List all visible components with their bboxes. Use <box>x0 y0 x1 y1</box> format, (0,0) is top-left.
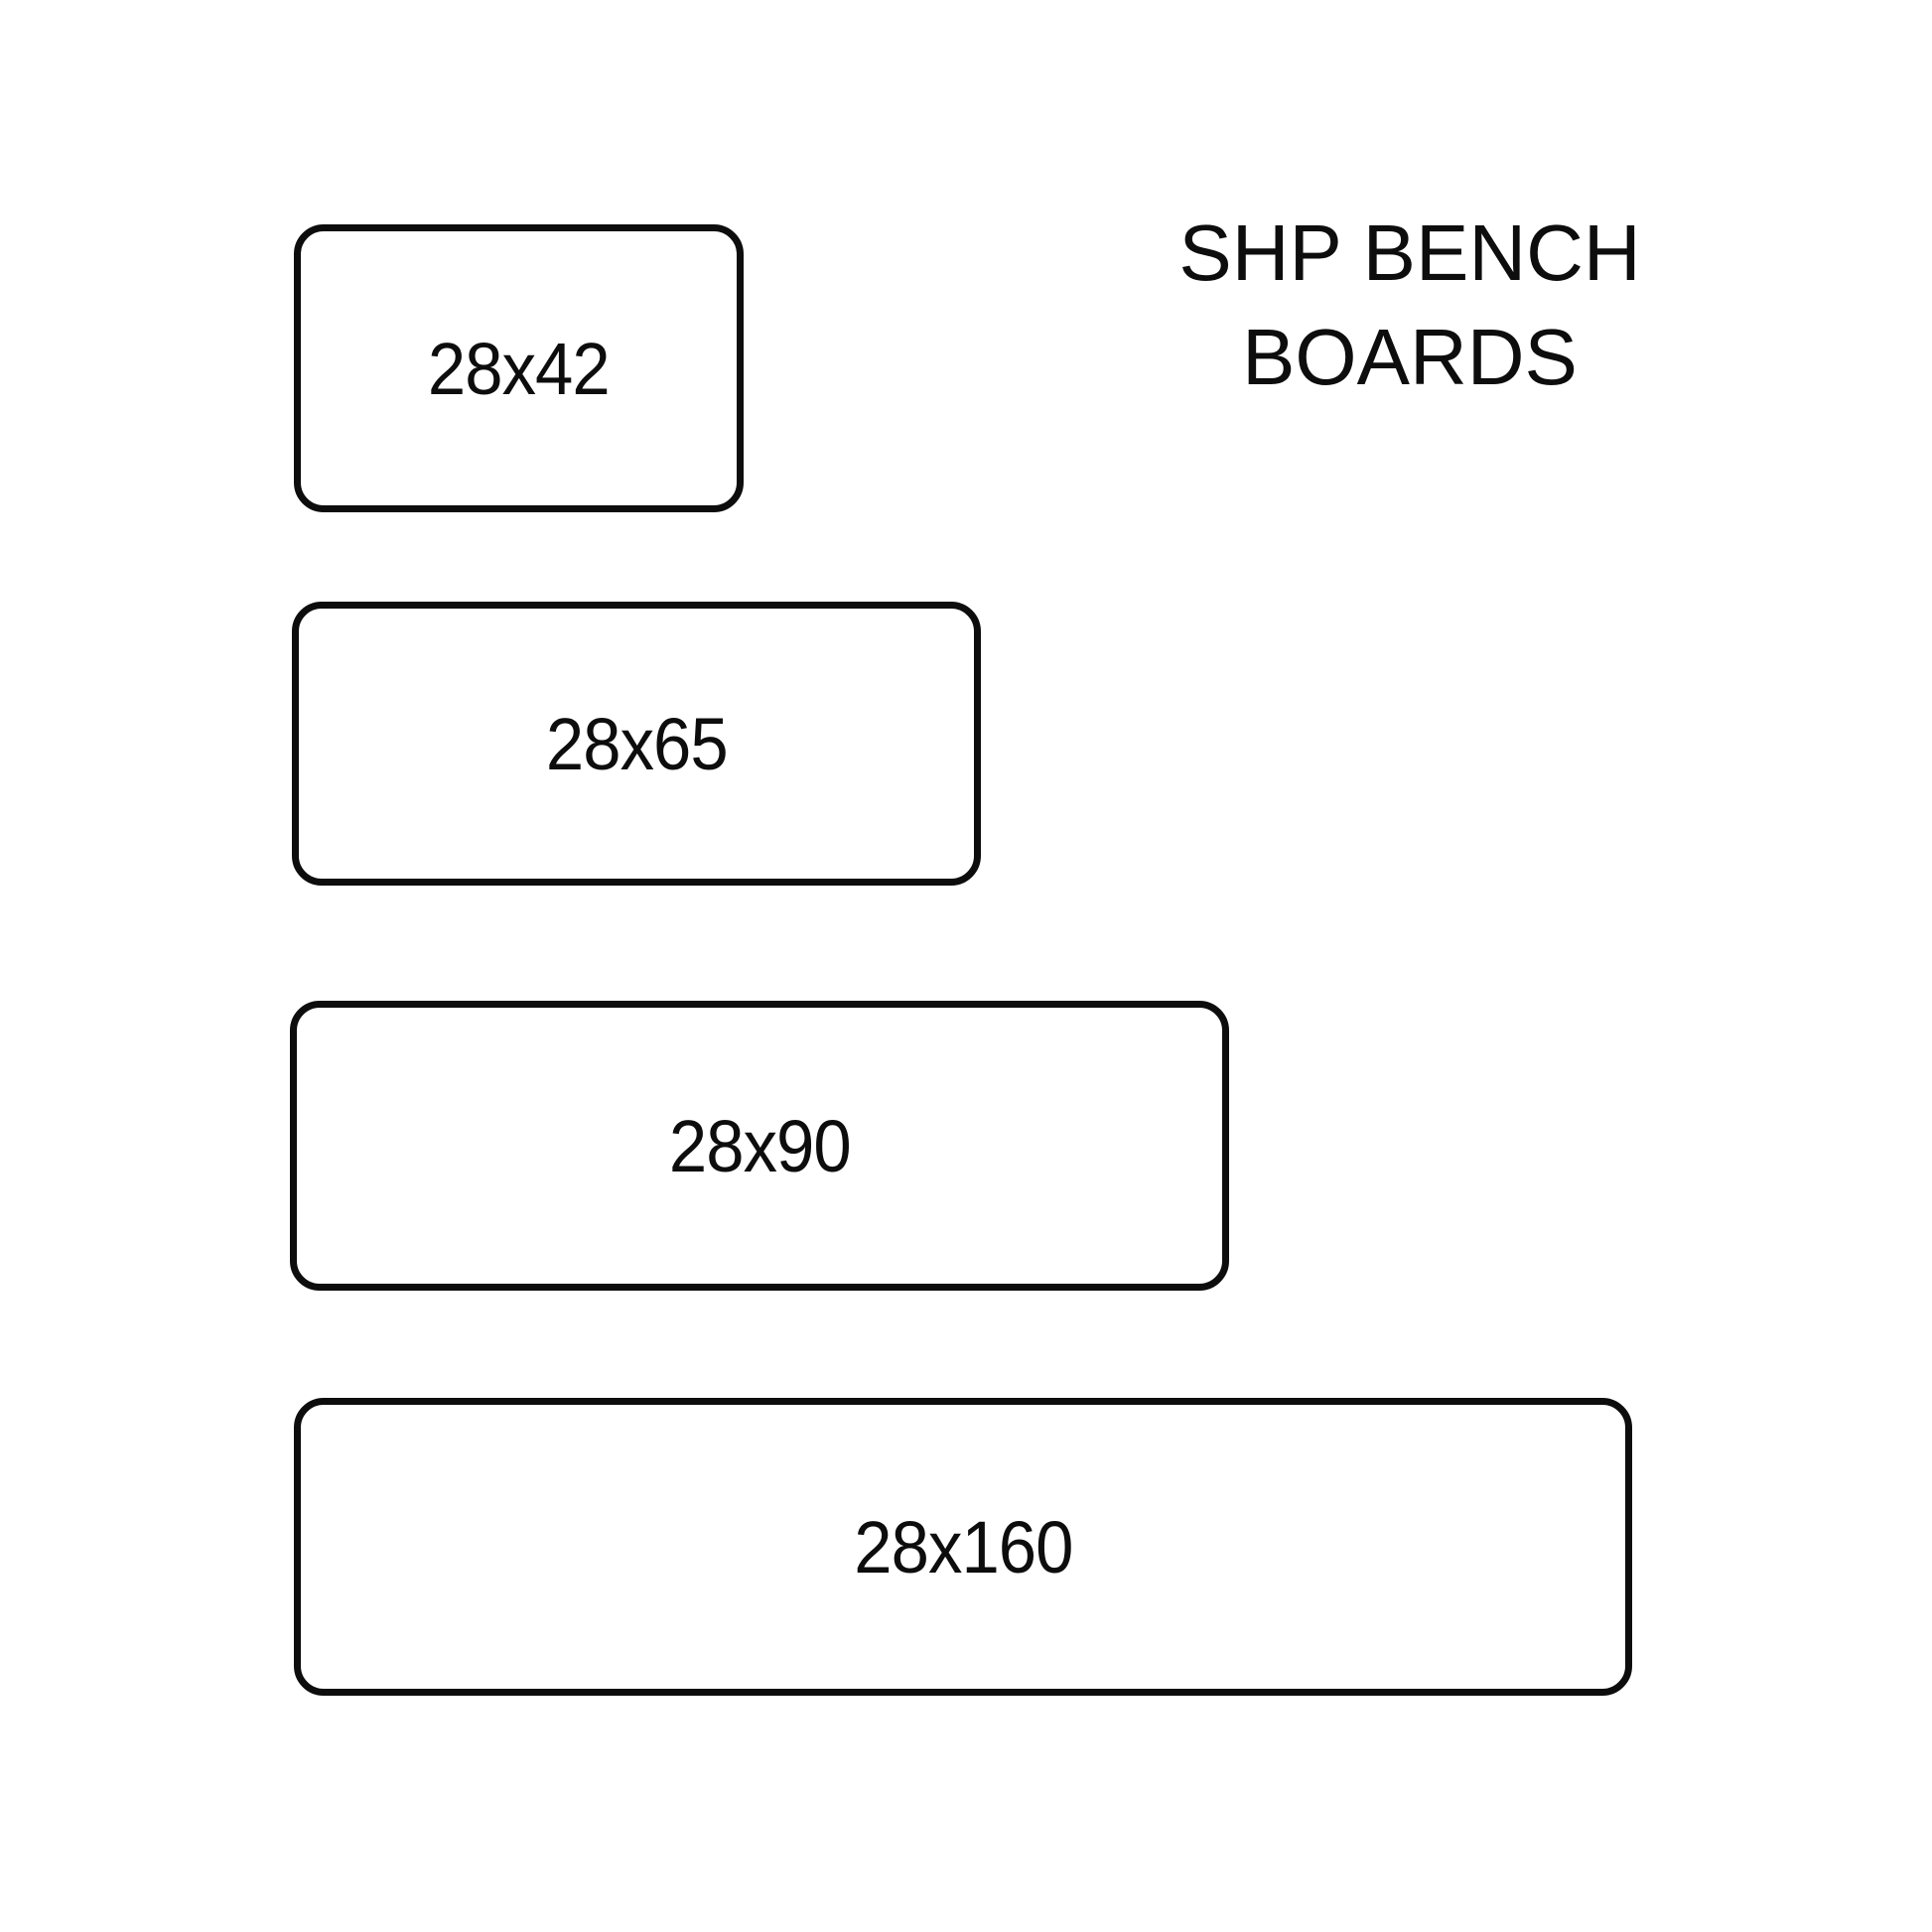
board-28x90-label: 28x90 <box>668 1104 852 1187</box>
board-28x42: 28x42 <box>294 224 744 512</box>
board-28x65: 28x65 <box>292 602 981 886</box>
board-28x90: 28x90 <box>290 1001 1229 1291</box>
board-28x42-label: 28x42 <box>428 327 611 410</box>
diagram-title-line2: BOARDS <box>1242 313 1578 401</box>
board-28x160: 28x160 <box>294 1398 1632 1696</box>
board-28x160-label: 28x160 <box>853 1505 1073 1588</box>
diagram-title: SHP BENCH BOARDS <box>1122 201 1698 409</box>
board-28x65-label: 28x65 <box>545 702 729 785</box>
diagram-title-line1: SHP BENCH <box>1178 208 1641 297</box>
